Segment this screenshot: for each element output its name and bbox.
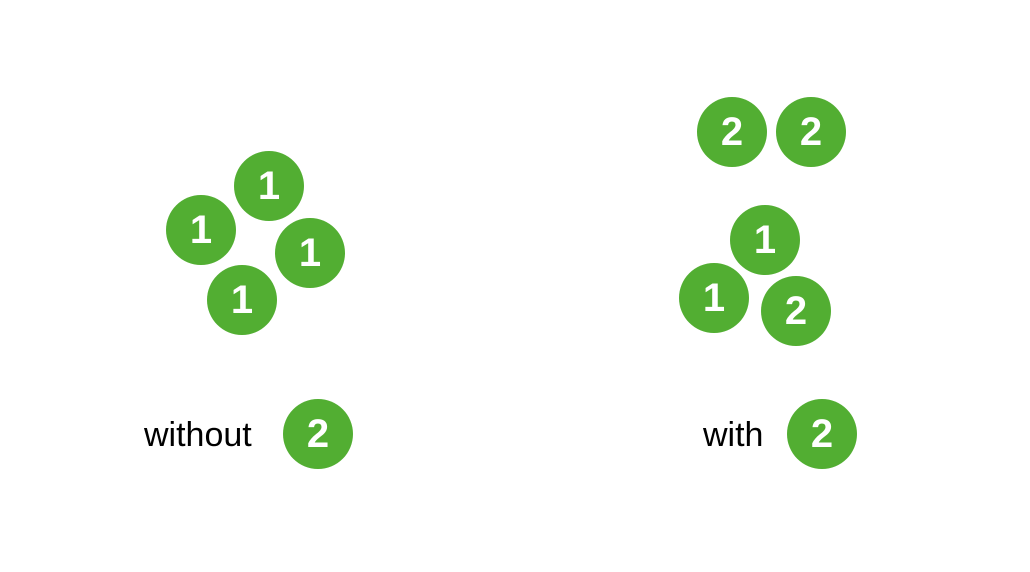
with-circle-bottom-left: 1 xyxy=(679,263,749,333)
with-legend-circle: 2 xyxy=(787,399,857,469)
with-circle-middle: 1 xyxy=(730,205,800,275)
with-circle-top-left: 2 xyxy=(697,97,767,167)
without-circle-bottom: 1 xyxy=(207,265,277,335)
with-label: with xyxy=(703,416,764,454)
without-legend-circle: 2 xyxy=(283,399,353,469)
without-label: without xyxy=(144,416,252,454)
without-circle-top: 1 xyxy=(234,151,304,221)
with-circle-bottom-right: 2 xyxy=(761,276,831,346)
without-circle-left: 1 xyxy=(166,195,236,265)
without-circle-right: 1 xyxy=(275,218,345,288)
with-circle-top-right: 2 xyxy=(776,97,846,167)
